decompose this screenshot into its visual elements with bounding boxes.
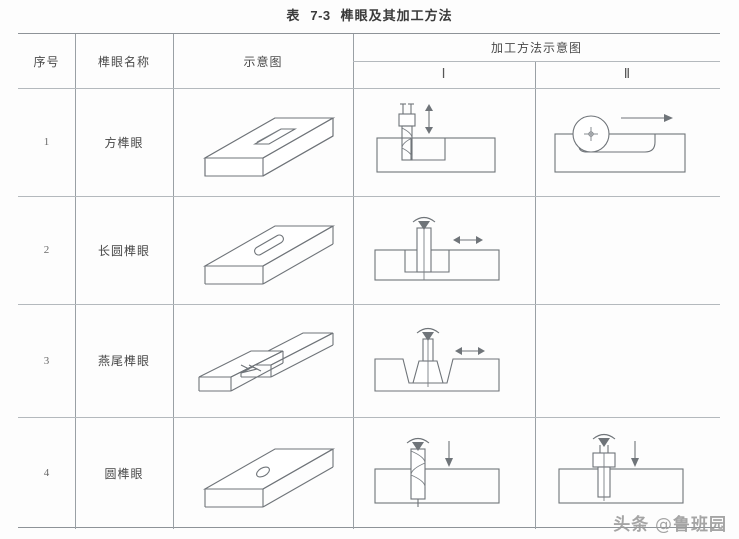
cell-process-ii bbox=[535, 88, 720, 196]
page-title: 表 7-3 榫眼及其加工方法 bbox=[0, 5, 739, 24]
cell-process-i bbox=[353, 304, 535, 417]
table-row: 1 方榫眼 bbox=[18, 88, 720, 196]
row-name-value: 方榫眼 bbox=[104, 135, 144, 150]
column-divider-sketch bbox=[353, 34, 354, 529]
cell-sketch bbox=[173, 88, 353, 196]
watermark-source: 头条 bbox=[613, 515, 650, 534]
header-process-ii: Ⅱ bbox=[535, 61, 720, 88]
cell-seq: 2 bbox=[18, 196, 75, 304]
cell-sketch bbox=[173, 304, 353, 417]
twist-drill-plunge-icon bbox=[359, 427, 529, 519]
row-seq-value: 2 bbox=[43, 244, 50, 256]
cell-process-i bbox=[353, 417, 535, 529]
header-bottom-divider bbox=[18, 88, 720, 89]
dovetail-cutter-lateral-feed-icon bbox=[359, 313, 529, 409]
column-divider-name bbox=[173, 34, 174, 529]
table-row: 2 长圆榫眼 bbox=[18, 196, 720, 304]
cell-process-ii-empty bbox=[535, 304, 720, 417]
cell-sketch bbox=[173, 417, 353, 529]
header-process-i: Ⅰ bbox=[353, 61, 535, 88]
cell-process-i bbox=[353, 88, 535, 196]
cell-sketch bbox=[173, 196, 353, 304]
watermark-at-symbol: @ bbox=[655, 515, 673, 535]
board-oblong-mortise-icon bbox=[183, 204, 343, 296]
mortise-methods-table: 序号 榫眼名称 示意图 加工方法示意图 Ⅰ Ⅱ 1 方榫眼 bbox=[18, 33, 720, 529]
header-process: 加工方法示意图 bbox=[490, 41, 582, 55]
column-divider-seq bbox=[75, 34, 76, 529]
chisel-mortiser-vertical-icon bbox=[359, 96, 529, 188]
table-row: 4 圆榫眼 bbox=[18, 417, 720, 529]
watermark: 头条 @鲁班园 bbox=[613, 510, 727, 535]
title-number: 7-3 bbox=[310, 8, 331, 23]
cell-name: 方榫眼 bbox=[75, 88, 173, 196]
cell-name: 长圆榫眼 bbox=[75, 196, 173, 304]
chain-disc-cutter-horizontal-icon bbox=[543, 96, 713, 188]
row-name-value: 长圆榫眼 bbox=[97, 243, 150, 258]
cell-process-ii bbox=[535, 417, 720, 529]
cell-name: 燕尾榫眼 bbox=[75, 304, 173, 417]
cell-process-i bbox=[353, 196, 535, 304]
title-text: 榫眼及其加工方法 bbox=[340, 8, 453, 23]
header-seq: 序号 bbox=[33, 54, 60, 69]
dovetail-joint-boards-icon bbox=[183, 313, 343, 409]
title-prefix: 表 bbox=[286, 8, 301, 23]
board-rectangular-mortise-icon bbox=[183, 96, 343, 188]
cell-seq: 3 bbox=[18, 304, 75, 417]
cell-process-ii-empty bbox=[535, 196, 720, 304]
header-sketch: 示意图 bbox=[243, 54, 283, 69]
header-process-ii-label: Ⅱ bbox=[623, 67, 632, 82]
row-seq-value: 3 bbox=[43, 354, 50, 367]
header-name: 榫眼名称 bbox=[97, 54, 150, 69]
watermark-account: 鲁班园 bbox=[673, 515, 727, 534]
router-bit-lateral-feed-icon bbox=[359, 204, 529, 296]
row-divider-1 bbox=[18, 196, 720, 197]
cell-name: 圆榫眼 bbox=[75, 417, 173, 529]
row-seq-value: 1 bbox=[43, 136, 50, 148]
row-seq-value: 4 bbox=[43, 467, 50, 479]
row-name-value: 燕尾榫眼 bbox=[97, 354, 150, 368]
header-subspan-divider bbox=[353, 61, 720, 62]
row-divider-3 bbox=[18, 417, 720, 418]
cell-seq: 1 bbox=[18, 88, 75, 196]
cell-seq: 4 bbox=[18, 417, 75, 529]
board-round-hole-icon bbox=[183, 427, 343, 519]
table-row: 3 燕尾榫眼 bbox=[18, 304, 720, 417]
column-divider-process bbox=[535, 61, 536, 529]
row-name-value: 圆榫眼 bbox=[104, 466, 144, 481]
hollow-chisel-plunge-icon bbox=[543, 427, 713, 519]
row-divider-2 bbox=[18, 304, 720, 305]
header-process-i-label: Ⅰ bbox=[441, 67, 447, 82]
